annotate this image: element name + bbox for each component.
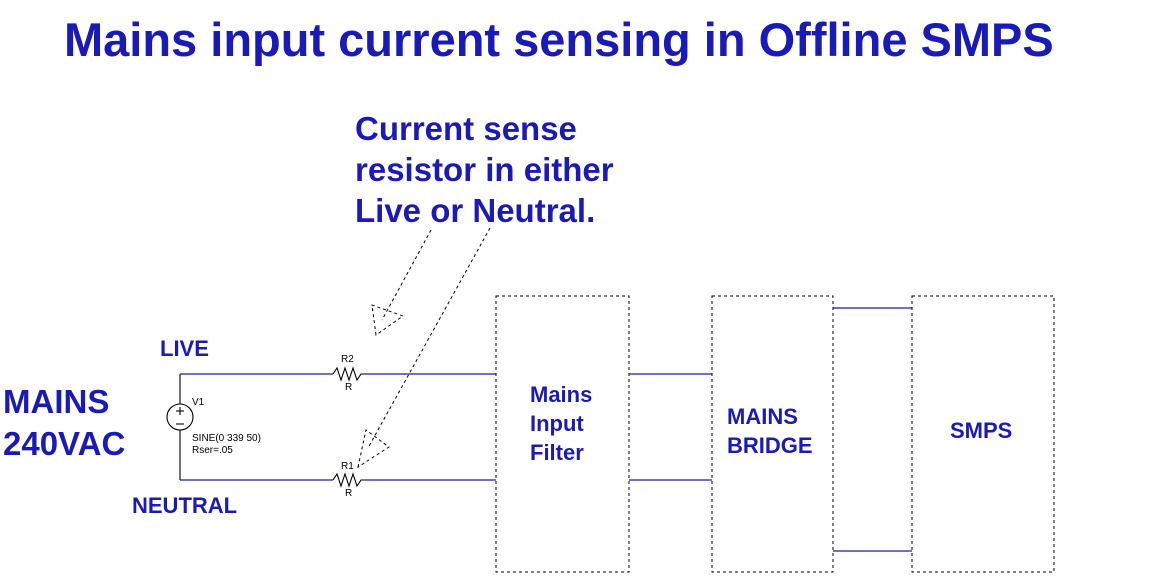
bridge-label-line-2: BRIDGE — [727, 433, 813, 458]
live-label: LIVE — [160, 336, 209, 361]
bridge-label-line-1: MAINS — [727, 404, 798, 429]
arrow-to-r2 — [371, 229, 432, 336]
voltage-source-v1 — [166, 374, 194, 480]
r1-ref: R1 — [341, 461, 354, 472]
filter-label-line-1: Mains — [530, 382, 592, 407]
mains-label-line-2: 240VAC — [3, 425, 125, 462]
r1-value: R — [345, 488, 352, 499]
smps-block — [911, 295, 1055, 573]
diagram-title: Mains input current sensing in Offline S… — [64, 13, 1054, 66]
source-rser: Rser=.05 — [192, 445, 233, 456]
filter-block — [495, 295, 630, 573]
source-spec: SINE(0 339 50) — [192, 433, 261, 444]
arrow-to-r1 — [357, 227, 491, 469]
smps-label: SMPS — [950, 418, 1012, 443]
r2-value: R — [345, 382, 352, 393]
annotation-text: Current sense resistor in either Live or… — [355, 110, 614, 229]
live-wire — [180, 366, 496, 382]
filter-label-line-2: Input — [530, 411, 584, 436]
annotation-line-2: resistor in either — [355, 151, 614, 188]
filter-label-line-3: Filter — [530, 440, 584, 465]
annotation-line-3: Live or Neutral. — [355, 192, 595, 229]
neutral-label: NEUTRAL — [132, 493, 237, 518]
r2-ref: R2 — [341, 354, 354, 365]
neutral-wire — [180, 472, 496, 488]
source-ref: V1 — [192, 397, 205, 408]
bridge-block — [711, 295, 834, 573]
mains-label-line-1: MAINS — [3, 383, 109, 420]
annotation-line-1: Current sense — [355, 110, 577, 147]
